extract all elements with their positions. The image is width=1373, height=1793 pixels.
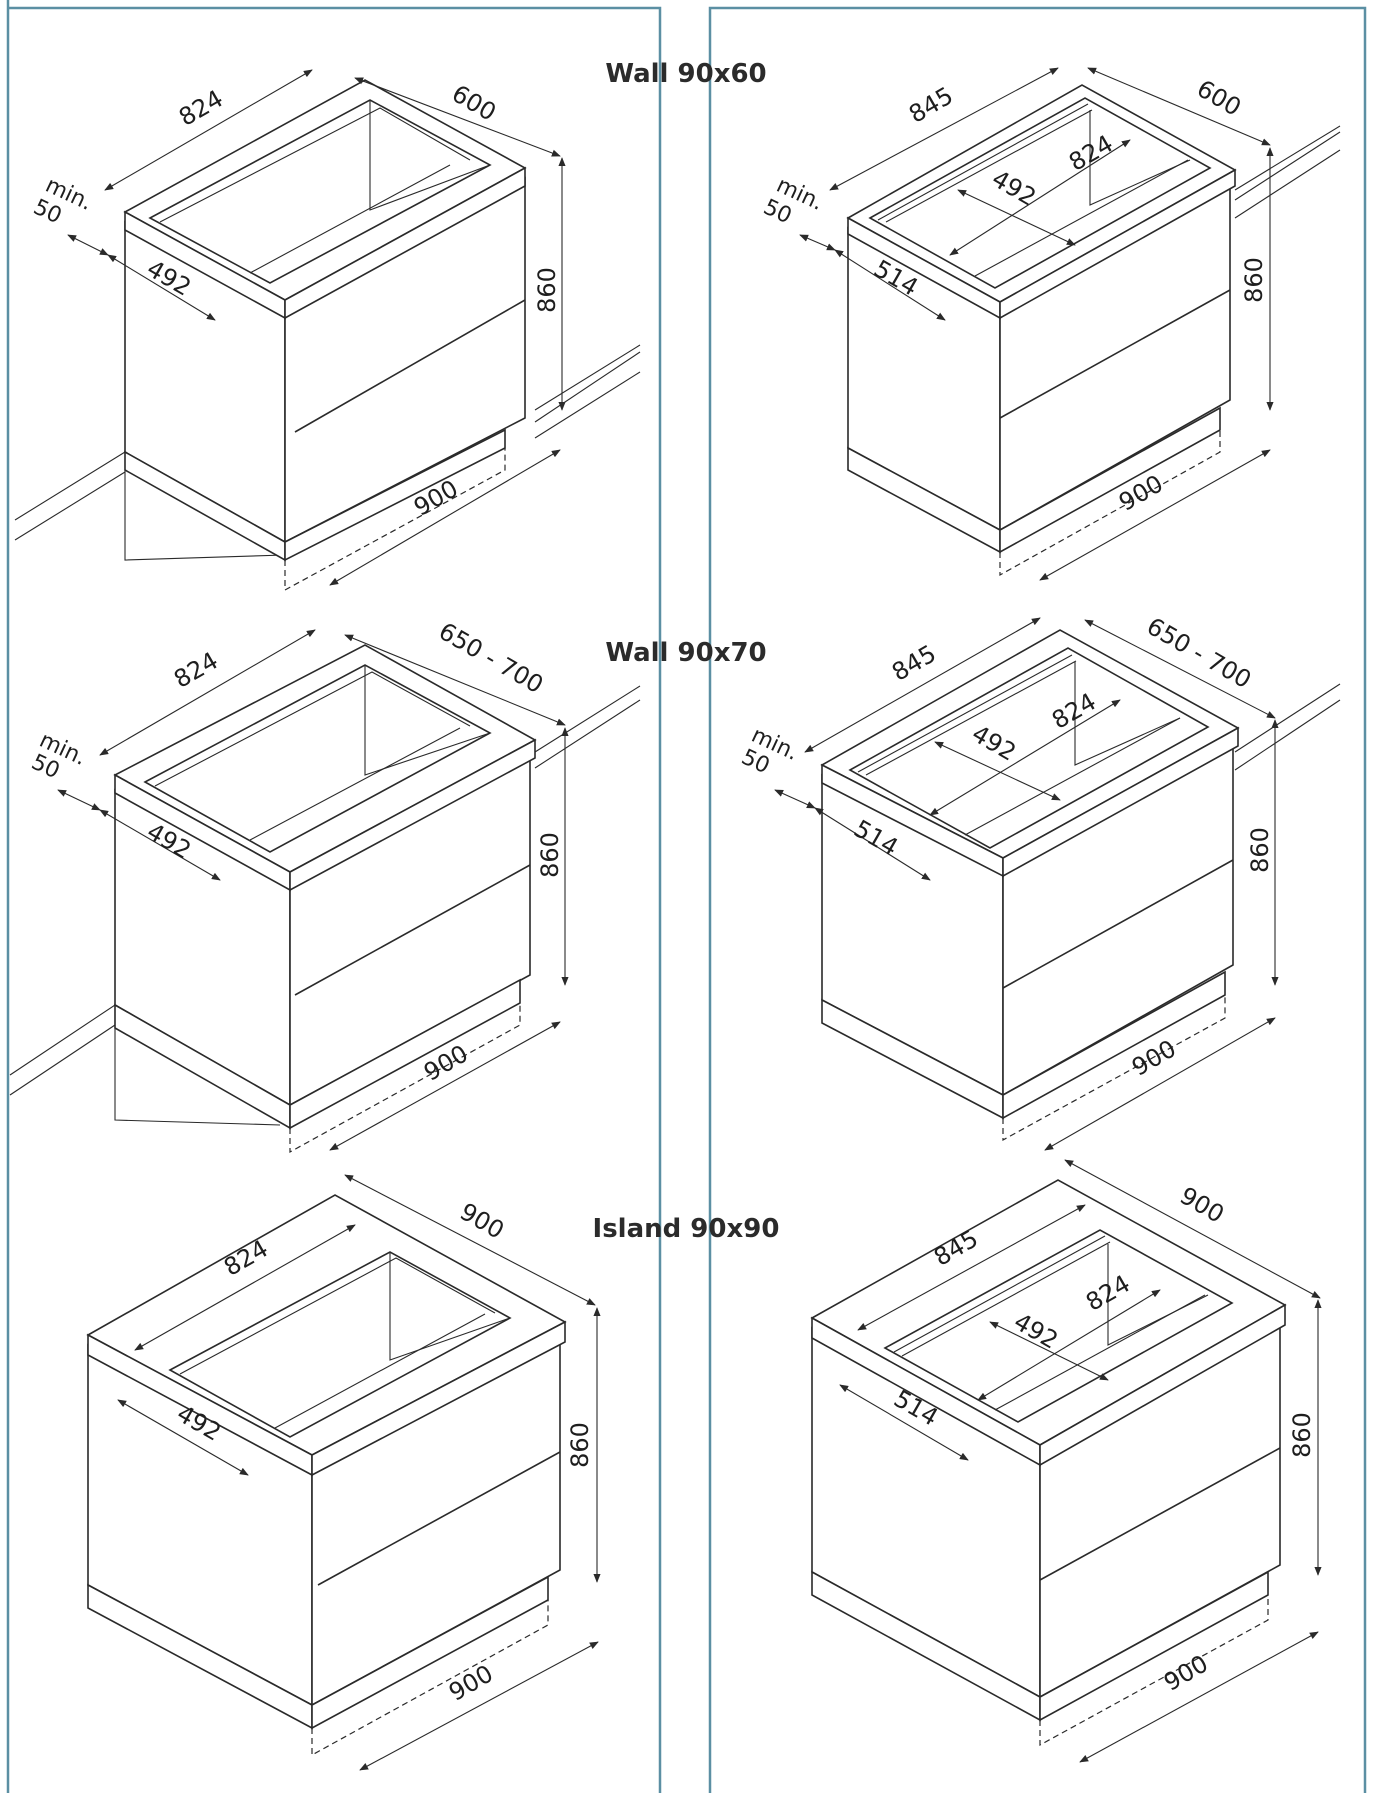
dim-860: 860 <box>1288 1412 1316 1458</box>
dim-860: 860 <box>566 1422 594 1468</box>
wall-lines <box>14 344 641 561</box>
title-wall-90x60: Wall 90x60 <box>605 59 766 89</box>
left-panel-border <box>8 6 662 1793</box>
dim-650-700: 650 - 700 <box>1142 612 1256 694</box>
worktop-edge-front <box>311 1320 566 1477</box>
cabinet-wall60-right: 845 600 824 492 min. 50 514 860 900 <box>759 67 1341 581</box>
dim-845: 845 <box>904 81 958 128</box>
dim-600: 600 <box>1192 74 1246 121</box>
panel-borders <box>6 0 1367 1793</box>
right-panel-border <box>708 6 1367 1793</box>
dim-650-700: 650 - 700 <box>434 617 548 699</box>
dim-824: 824 <box>169 646 223 693</box>
drawer-split <box>1039 1447 1281 1581</box>
drawer-split <box>1002 859 1234 989</box>
dim-900-depth: 900 <box>1175 1181 1229 1228</box>
dim-900-depth: 900 <box>455 1197 509 1244</box>
dim-860: 860 <box>536 832 564 878</box>
wall-lines <box>9 685 641 1126</box>
dim-860: 860 <box>1246 827 1274 873</box>
cabinet-wall70-right: 845 650 - 700 824 492 min. 50 514 860 90… <box>737 612 1341 1151</box>
wall-lines <box>1234 683 1341 771</box>
dim-824: 824 <box>174 84 228 131</box>
cabinet-island-right: 900 845 824 492 514 860 900 <box>810 1159 1322 1763</box>
dim-600: 600 <box>447 79 501 126</box>
wall-lines <box>1234 125 1341 219</box>
worktop-edge-front <box>284 166 526 320</box>
dim-860: 860 <box>1240 257 1268 303</box>
drawer-split <box>317 1451 561 1586</box>
titles: Wall 90x60 Wall 90x70 Island 90x90 <box>593 59 780 1244</box>
dim-900: 900 <box>1159 1649 1213 1696</box>
cabinet-wall70-left: 824 650 - 700 min. 50 492 860 900 <box>9 617 641 1154</box>
drawer-split <box>294 864 531 996</box>
worktop-edge-front <box>289 738 536 892</box>
worktop-edge-front <box>1039 1303 1286 1467</box>
cabinet-wall60-left: 824 600 min. 50 492 860 900 <box>14 69 641 592</box>
drawer-split <box>999 289 1231 419</box>
title-island-90x90: Island 90x90 <box>593 1214 780 1244</box>
cabinet-island-left: 900 824 492 860 900 <box>86 1174 601 1771</box>
drawer-split <box>294 299 526 433</box>
title-wall-90x70: Wall 90x70 <box>605 638 766 668</box>
dim-860: 860 <box>533 267 561 313</box>
